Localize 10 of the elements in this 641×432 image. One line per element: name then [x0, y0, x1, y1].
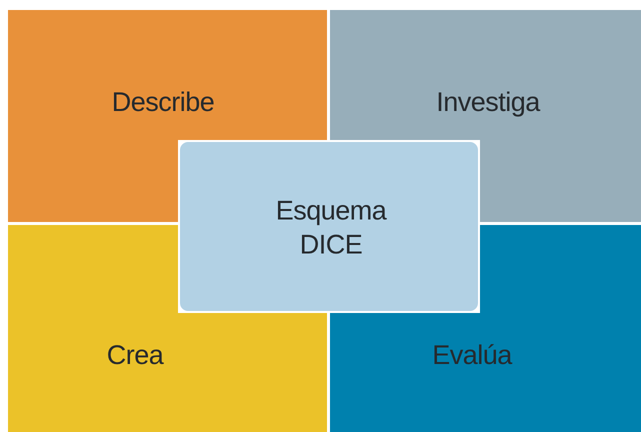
quadrant-panel: [330, 313, 641, 432]
quadrant-panel: [8, 313, 327, 432]
node-label: Investiga: [436, 86, 540, 120]
center-box: [178, 140, 480, 313]
node-label: Crea: [106, 339, 164, 372]
node-label: Esquema DICE: [274, 194, 388, 261]
node-label: Evalúa: [432, 339, 512, 372]
node-label: Describe: [112, 86, 214, 120]
quadrant-panel: [330, 10, 641, 140]
quadrant-panel: [8, 10, 327, 140]
